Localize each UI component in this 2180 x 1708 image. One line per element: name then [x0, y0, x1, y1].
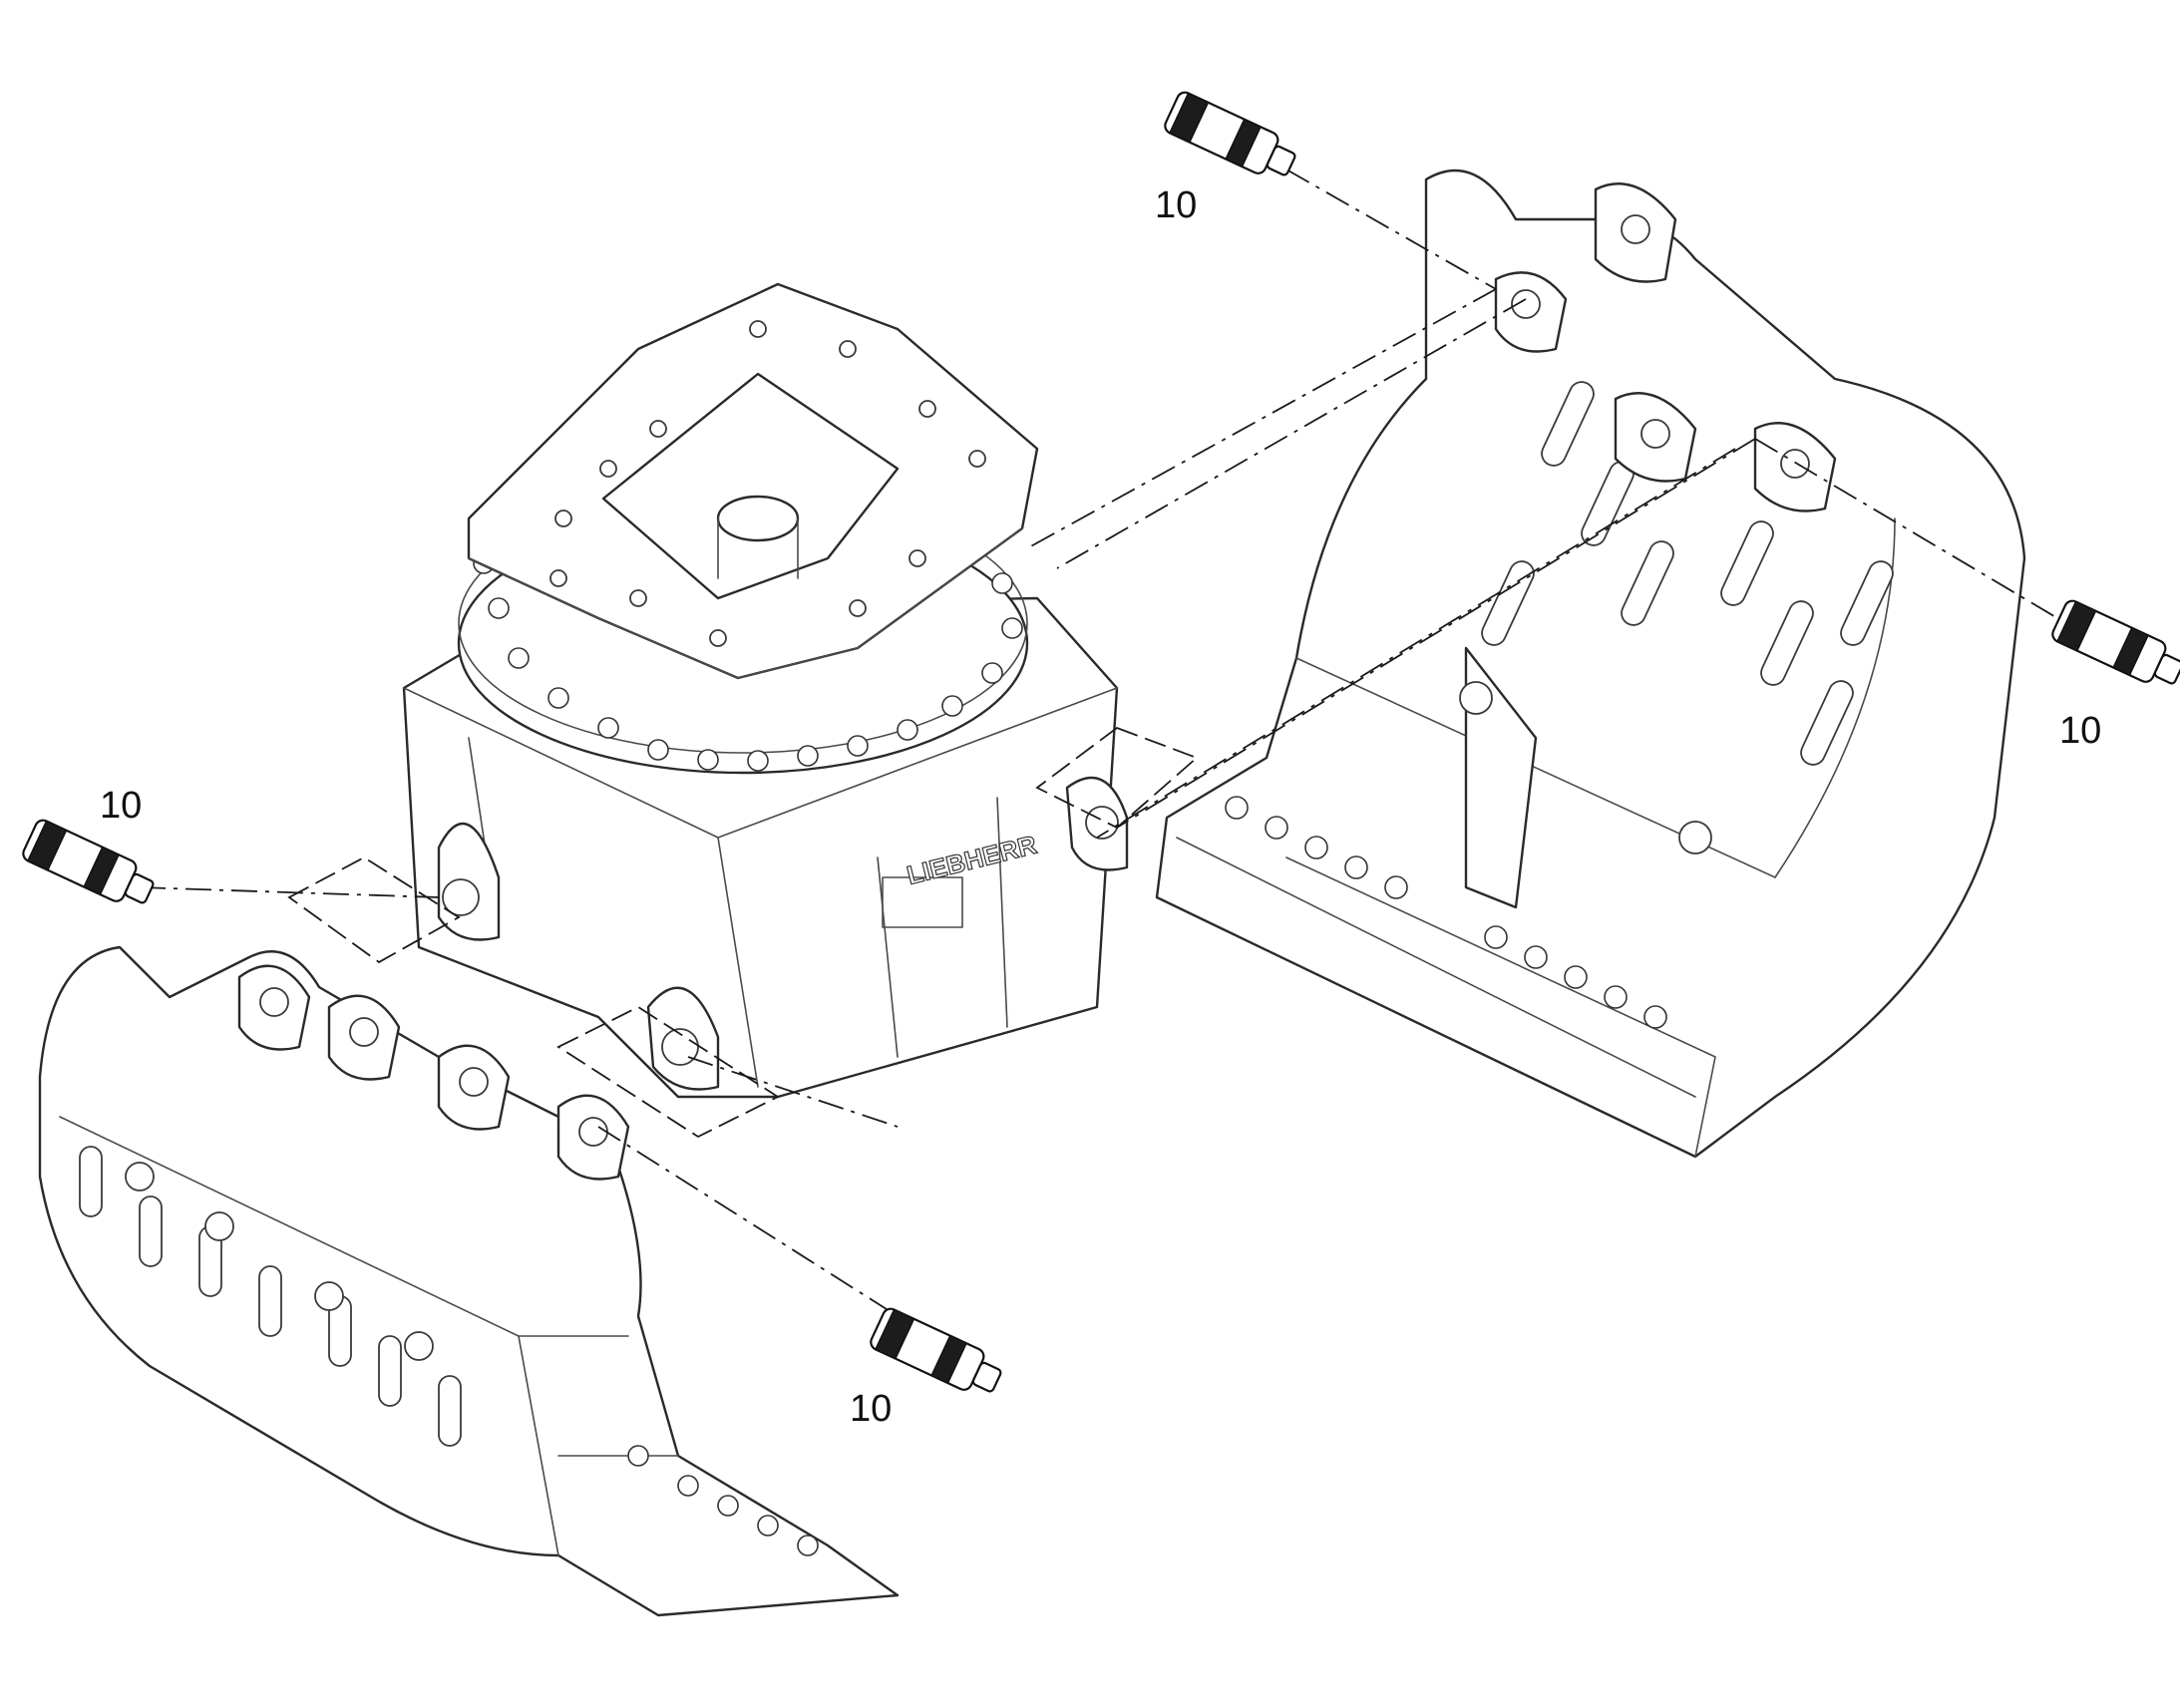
- top-plate-holes: [549, 320, 986, 647]
- rotator-housing: LIEBHERR: [402, 282, 1129, 1099]
- callout-label-left: 10: [100, 785, 142, 827]
- rear-shell-edge-bolts: [1225, 796, 1667, 1029]
- locator-boxes: [287, 726, 1199, 1139]
- front-shell-edge-bolts: [627, 1445, 819, 1556]
- pin-top: [1164, 91, 1296, 176]
- grab-shell-rear: [1155, 169, 2026, 1159]
- rear-shell-lugs: [1494, 182, 1837, 512]
- pin-right: [2051, 599, 2180, 685]
- leader-lines: [139, 169, 2075, 1317]
- callout-label-top: 10: [1155, 184, 1197, 226]
- front-shell-slots: [79, 1146, 462, 1447]
- front-shell-lugs: [237, 964, 630, 1181]
- callout-label-right: 10: [2059, 710, 2101, 752]
- pin-bottom: [870, 1307, 1002, 1393]
- pin-left: [22, 819, 155, 904]
- rear-shell-slots: [1459, 381, 1894, 854]
- callout-label-bottom: 10: [850, 1388, 892, 1430]
- grab-shell-front: [38, 945, 900, 1617]
